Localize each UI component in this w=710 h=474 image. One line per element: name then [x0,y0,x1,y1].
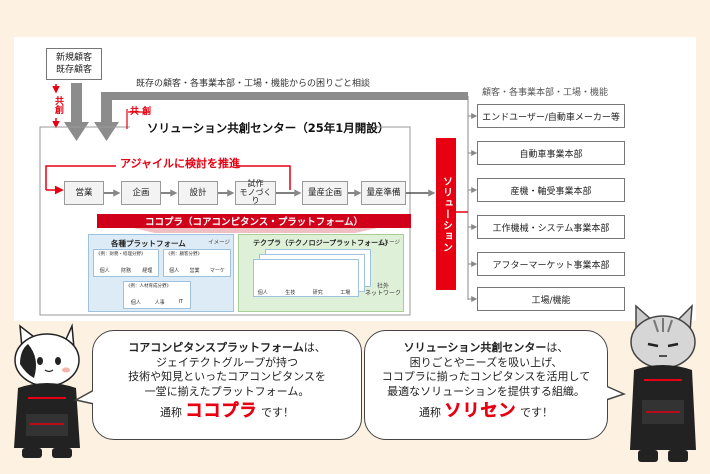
solution-bar: ソリューション [436,138,456,290]
left-bubble-line4: 一堂に揃えたプラットフォーム。 [144,384,310,398]
gray-arrow-right-head [94,122,119,141]
gray-arrow-right-shaft [101,92,456,123]
platform-group-tag: 《例：財務・経理分野》 [96,252,146,257]
right-bubble-line4: 最適なソリューションを提供する組織。 [387,384,585,398]
right-bubble-nick-prefix: 通称 [419,406,441,419]
external-network-label: 社外 ネットワーク [365,283,402,297]
tech-panel: テクプラ（テクノロジープラットフォーム） イメージ 個人 生技 研究 工場 社外… [238,234,404,312]
left-bubble-line2: ジェイテクトグループが持つ [155,355,299,369]
left-cat-mascot-icon [14,323,80,458]
customer-header-label: 顧客・各事業本部・工場・機能 [482,88,609,98]
right-bubble-nick-suffix: です！ [520,406,553,419]
left-bubble-nick-prefix: 通称 [160,406,182,419]
step-mass-planning: 量産企画 [302,181,348,205]
person-label: 工場 [340,290,351,296]
person-label: 研究 [312,290,323,296]
customer-machine-tools: 工作機械・システム事業本部 [477,215,625,239]
platform-group-hr: 《例：人材育成分野》 個人 人事 IT [123,281,191,309]
left-bubble-nickname: ココプラ [185,401,258,421]
left-bubble-strong: コアコンピタンスプラットフォーム [128,341,304,354]
platform-group-finance: 《例：財務・経理分野》 個人 財務 経理 [93,249,159,277]
consultation-label: 既存の顧客・各事業本部・工場・機能からの困りごと相談 [136,79,371,89]
platform-panel-title: 各種プラットフォーム [111,239,186,248]
tech-people-row: 個人 生技 研究 工場 [249,289,359,296]
right-bubble-tail [602,385,626,402]
gray-arrow-left-head [64,122,89,141]
left-bubble-rest: は、 [303,341,326,354]
solisen-speech-bubble: ソリューション共創センターは、 困りごとやニーズを吸い上げ、 ココプラに揃ったコ… [364,330,608,440]
customer-end-user: エンドユーザー/自動車メーカー等 [477,104,625,128]
platform-panel: 各種プラットフォーム イメージ 《例：財務・経理分野》 個人 財務 経理 《例：… [88,234,234,312]
tech-image-tag: イメージ [378,240,400,246]
step-mass-prep: 量産準備 [361,181,406,205]
center-frame [39,126,411,316]
person-label: 個人 [99,268,110,274]
right-bubble-line2: 困りごとやニーズを吸い上げ、 [409,355,563,369]
right-bubble-nickname: ソリセン [444,401,517,421]
person-label: 営業 [189,268,200,274]
kyoso-vertical-label: 共創 [53,96,63,114]
person-label: IT [178,299,184,305]
left-bubble-nick-suffix: です！ [261,406,294,419]
solution-vertical-label: ソリューション [440,175,452,253]
customer-source-box: 新規顧客 既存顧客 [46,48,102,80]
left-bubble-line3: 技術や知見といったコアコンピタンスを [128,370,326,383]
person-label: マーケ [209,268,225,274]
customer-automotive: 自動車事業本部 [477,141,625,165]
center-title: ソリューション共創センター（25年1月開設） [147,121,390,135]
agile-label: アジャイルに検討を推進 [120,157,241,170]
right-bubble-rest: は、 [546,341,569,354]
cocopura-bar: ココプラ（コアコンピタンス・プラットフォーム） [97,214,411,228]
cocopura-bar-label: ココプラ（コアコンピタンス・プラットフォーム） [144,217,364,228]
person-label: 生技 [285,290,296,296]
step-sales: 営業 [64,181,104,205]
person-label: 個人 [169,268,180,274]
person-label: 財務 [120,268,131,274]
platform-group-customer: 《例：顧客分野》 個人 営業 マーケ [163,249,231,277]
customer-factory-function: 工場/機能 [477,287,625,311]
step-design: 設計 [178,181,218,205]
left-bubble-tail [74,389,98,406]
gray-arrow-left-shaft [71,83,82,123]
tech-panel-title: テクプラ（テクノロジープラットフォーム） [253,239,392,247]
cocopura-speech-bubble: コアコンピタンスプラットフォームは、 ジェイテクトグループが持つ 技術や知見とい… [92,330,362,440]
customer-aftermarket: アフターマーケット事業本部 [477,252,625,276]
right-bubble-strong: ソリューション共創センター [403,341,547,354]
existing-customer-label: 既存顧客 [55,65,92,75]
person-label: 人事 [154,300,165,306]
new-customer-label: 新規顧客 [55,53,92,63]
right-bubble-line3: ココプラに揃ったコンピタンスを活用して [381,370,591,383]
person-label: 経理 [142,268,153,274]
customer-industrial-bearing: 産機・軸受事業本部 [477,178,625,202]
platform-image-tag: イメージ [208,240,230,246]
platform-group-tag: 《例：顧客分野》 [166,252,202,257]
platform-group-tag: 《例：人材育成分野》 [126,284,171,289]
right-cat-mascot-icon [630,304,696,462]
step-prototype: 試作 モノづくり [235,180,276,205]
person-label: 個人 [257,290,268,296]
person-label: 個人 [130,300,141,306]
step-planning: 企画 [121,181,161,205]
